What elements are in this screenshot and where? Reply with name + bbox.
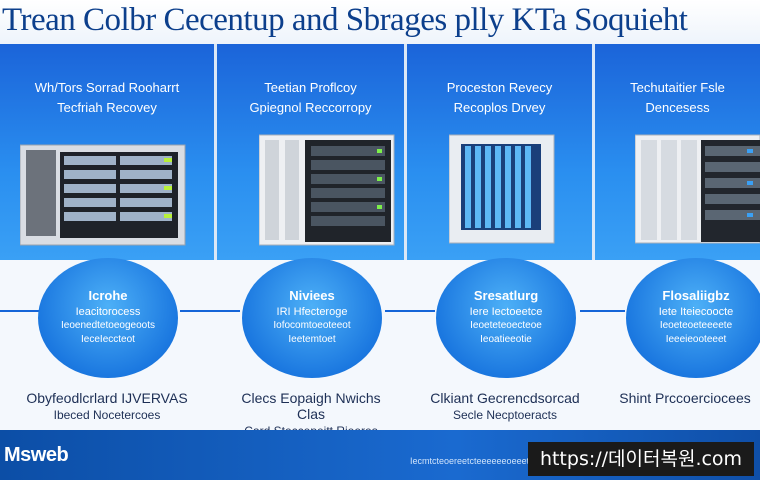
page-title: Trean Colbr Cecentup and Sbrages plly KT… [2, 2, 688, 38]
footer-text: Iecmtcteoereetcteeeeeeoeeeteeooteote [410, 456, 570, 466]
header-bar: Trean Colbr Cecentup and Sbrages plly KT… [0, 0, 760, 44]
circle-heading: Niviees [289, 288, 335, 303]
circle-line: IeceIeccteot [81, 334, 135, 345]
feature-circle-3: Sresatlurg Iere Iectoeetce Ieoeteteoecte… [436, 258, 576, 378]
connector-line [385, 310, 435, 312]
panel-title-line-1: Proceston Revecy [446, 80, 553, 95]
caption-4: Shint Prccoerciocees [600, 390, 760, 408]
server-rack-icon [635, 134, 760, 244]
server-rack-icon [259, 134, 395, 246]
circle-line: Ieoenedtetoeogeoots [61, 320, 155, 331]
caption-line-2: Ibeced Nocetercoes [53, 408, 161, 422]
panel-title-line-1: Techutaitier Fsle [630, 80, 725, 95]
circle-heading: Sresatlurg [473, 288, 539, 303]
panel-title-line-2: Gpiegnol Reccorropy [249, 100, 372, 115]
panel-title-line-1: Teetian Proflcoy [264, 80, 357, 95]
caption-line-2: Secle Necptoeracts [452, 408, 558, 422]
panel-title-line-2: Dencesess [645, 100, 710, 115]
connector-line [180, 310, 240, 312]
circle-heading: Flosaliigbz [662, 288, 730, 303]
circle-line: Ieetemtoet [288, 334, 336, 345]
circle-line: Iete Iteiecoocte [658, 306, 734, 318]
panel-title: Techutaitier Fsle Dencesess [595, 78, 760, 118]
circle-line: Ieoeteteoecteoe [470, 320, 542, 331]
circle-line: Iere Iectoeetce [469, 306, 543, 318]
panel-3: Proceston Revecy Recoplos Drvey [407, 44, 595, 260]
panel-title-line-2: Tecfriah Recovey [57, 100, 157, 115]
panel-title: Wh/Tors Sorrad Rooharrt Tecfriah Recovey [0, 78, 214, 118]
circle-line: Iofocomtoeoteeot [273, 320, 351, 331]
server-panels: Wh/Tors Sorrad Rooharrt Tecfriah Recovey… [0, 44, 760, 260]
feature-circle-4: Flosaliigbz Iete Iteiecoocte Ieoeteoetee… [626, 258, 760, 378]
caption-line-1: Clecs Eopaigh Nwichs Clas [241, 390, 381, 422]
panel-1: Wh/Tors Sorrad Rooharrt Tecfriah Recovey [0, 44, 217, 260]
circle-line: IRI Hfecteroge [276, 306, 348, 318]
panel-title: Teetian Proflcoy Gpiegnol Reccorropy [217, 78, 404, 118]
feature-circle-1: Icrohe Ieacitorocess Ieoenedtetoeogeoots… [38, 258, 178, 378]
panel-title: Proceston Revecy Recoplos Drvey [407, 78, 592, 118]
circle-line: Ieoeteoeteeeete [659, 320, 733, 331]
panel-title-line-2: Recoplos Drvey [453, 100, 546, 115]
server-tower-icon [449, 134, 555, 244]
circle-line: Ieoatieeotie [480, 334, 532, 345]
caption-line-1: Obyfeodlcrlard IJVERVAS [26, 390, 188, 406]
caption-line-1: Shint Prccoerciocees [619, 390, 751, 406]
circle-line: Ieacitorocess [75, 306, 141, 318]
caption-3: Clkiant Gecrencdsorcad Secle Necptoeract… [420, 390, 590, 422]
circle-heading: Icrohe [88, 288, 128, 303]
server-rack-icon [20, 144, 186, 246]
brand-logo[interactable]: Msweb [4, 444, 69, 466]
circle-line: Ieeeieooteeet [665, 334, 727, 345]
panel-2: Teetian Proflcoy Gpiegnol Reccorropy [217, 44, 407, 260]
feature-circle-2: Niviees IRI Hfecteroge Iofocomtoeoteeot … [242, 258, 382, 378]
caption-1: Obyfeodlcrlard IJVERVAS Ibeced Noceterco… [22, 390, 192, 422]
panel-title-line-1: Wh/Tors Sorrad Rooharrt [34, 80, 180, 95]
connector-line [580, 310, 625, 312]
caption-line-1: Clkiant Gecrencdsorcad [430, 390, 580, 406]
panel-4: Techutaitier Fsle Dencesess [595, 44, 760, 260]
connector-line [0, 310, 40, 312]
site-url-link[interactable]: https://데이터복원.com [528, 442, 754, 476]
